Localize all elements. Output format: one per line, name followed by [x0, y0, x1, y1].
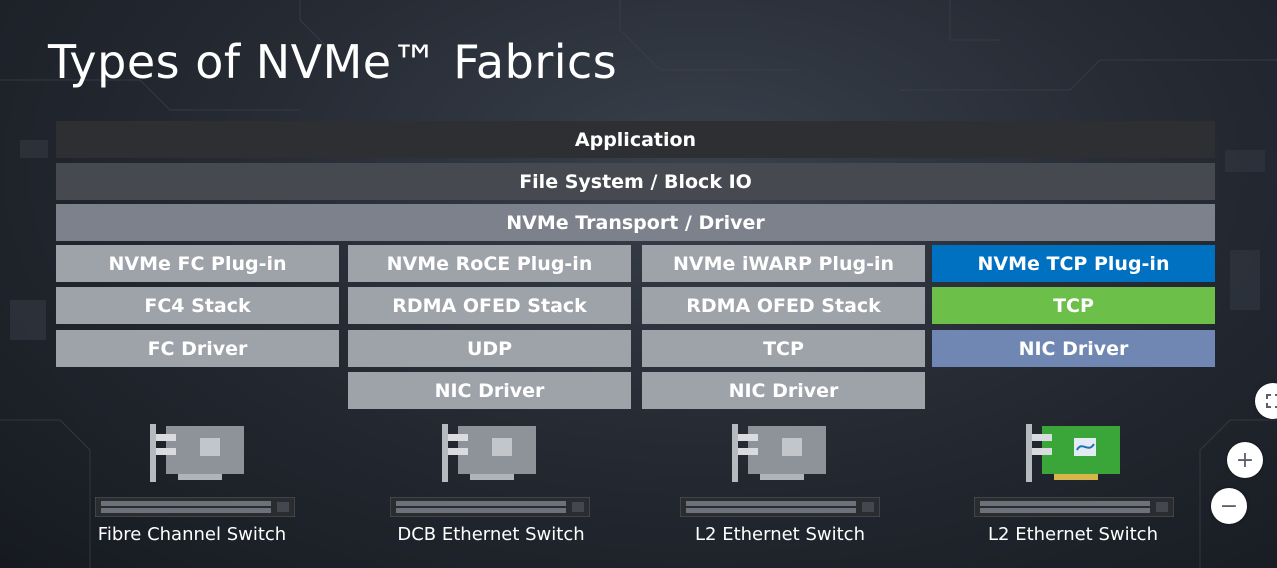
- zoom-out-button[interactable]: −: [1211, 488, 1247, 524]
- application-layer: Application: [56, 121, 1215, 158]
- roce-rdma-stack-box: RDMA OFED Stack: [348, 287, 631, 324]
- fc-driver-box: FC Driver: [56, 330, 339, 367]
- iwarp-rdma-stack-box: RDMA OFED Stack: [642, 287, 925, 324]
- roce-nic-card-icon: [442, 424, 536, 482]
- filesystem-layer: File System / Block IO: [56, 163, 1215, 200]
- tcp-nic-driver-box: NIC Driver: [932, 330, 1215, 367]
- page-title: Types of NVMe™ Fabrics: [48, 35, 618, 89]
- fit-screen-button[interactable]: [1255, 383, 1277, 419]
- fc4-stack-box: FC4 Stack: [56, 287, 339, 324]
- zoom-in-button[interactable]: +: [1227, 442, 1263, 478]
- roce-nic-driver-box: NIC Driver: [348, 372, 631, 409]
- switch-label-fc: Fibre Channel Switch: [97, 524, 287, 545]
- iwarp-plugin-box: NVMe iWARP Plug-in: [642, 245, 925, 282]
- switch-label-iwarp: L2 Ethernet Switch: [695, 524, 865, 545]
- tcp-nic-card-icon: [1026, 424, 1120, 482]
- iwarp-tcp-box: TCP: [642, 330, 925, 367]
- roce-udp-box: UDP: [348, 330, 631, 367]
- fc-hba-card-icon: [150, 424, 244, 482]
- zoom-out-icon: −: [1219, 493, 1239, 519]
- fit-screen-icon: [1266, 394, 1277, 408]
- zoom-in-icon: +: [1235, 447, 1255, 473]
- tcp-box: TCP: [932, 287, 1215, 324]
- iwarp-nic-driver-box: NIC Driver: [642, 372, 925, 409]
- roce-plugin-box: NVMe RoCE Plug-in: [348, 245, 631, 282]
- switch-label-tcp: L2 Ethernet Switch: [988, 524, 1158, 545]
- transport-layer: NVMe Transport / Driver: [56, 204, 1215, 241]
- iwarp-nic-card-icon: [732, 424, 826, 482]
- tcp-plugin-box: NVMe TCP Plug-in: [932, 245, 1215, 282]
- iwarp-l2-ethernet-switch-icon: [680, 497, 880, 517]
- fibre-channel-switch-icon: [95, 497, 295, 517]
- dcb-ethernet-switch-icon: [390, 497, 590, 517]
- tcp-l2-ethernet-switch-icon: [974, 497, 1174, 517]
- fc-plugin-box: NVMe FC Plug-in: [56, 245, 339, 282]
- switch-label-dcb: DCB Ethernet Switch: [397, 524, 585, 545]
